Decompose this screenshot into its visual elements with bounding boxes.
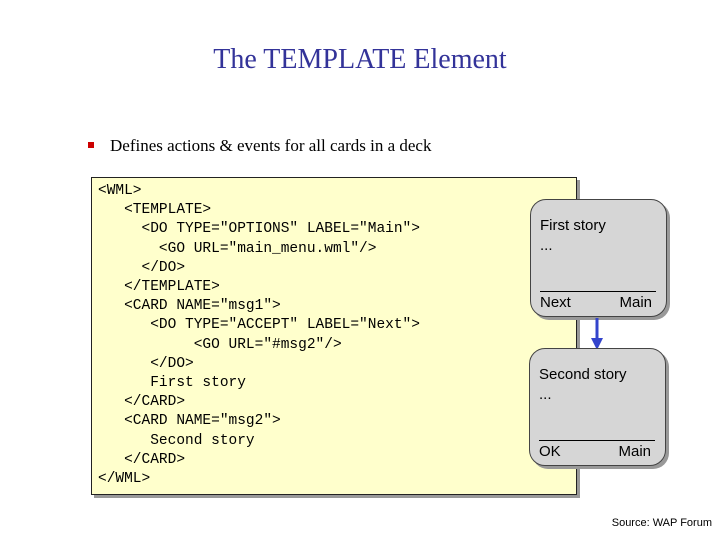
bullet-item: Defines actions & events for all cards i… bbox=[88, 137, 431, 154]
phone-card-ellipsis: ... bbox=[540, 237, 553, 254]
softkey-left-button[interactable]: Next bbox=[540, 294, 571, 311]
bullet-text: Defines actions & events for all cards i… bbox=[110, 136, 432, 155]
softkey-divider bbox=[539, 440, 655, 441]
softkey-divider bbox=[540, 291, 656, 292]
code-example-box: <WML> <TEMPLATE> <DO TYPE="OPTIONS" LABE… bbox=[91, 177, 577, 495]
source-citation: Source: WAP Forum bbox=[611, 517, 712, 529]
phone-card-content: Second story bbox=[539, 366, 627, 383]
softkey-right-button[interactable]: Main bbox=[618, 443, 651, 460]
slide-title: The TEMPLATE Element bbox=[213, 44, 507, 75]
softkey-left-button[interactable]: OK bbox=[539, 443, 561, 460]
phone-screen-second-card: Second story ... OK Main bbox=[529, 348, 666, 466]
phone-card-content: First story bbox=[540, 217, 606, 234]
softkey-right-button[interactable]: Main bbox=[619, 294, 652, 311]
phone-card-ellipsis: ... bbox=[539, 386, 552, 403]
wml-code-listing: <WML> <TEMPLATE> <DO TYPE="OPTIONS" LABE… bbox=[98, 183, 420, 488]
arrow-down-icon bbox=[591, 318, 603, 350]
phone-screen-first-card: First story ... Next Main bbox=[530, 199, 667, 317]
square-bullet-icon bbox=[88, 141, 94, 148]
